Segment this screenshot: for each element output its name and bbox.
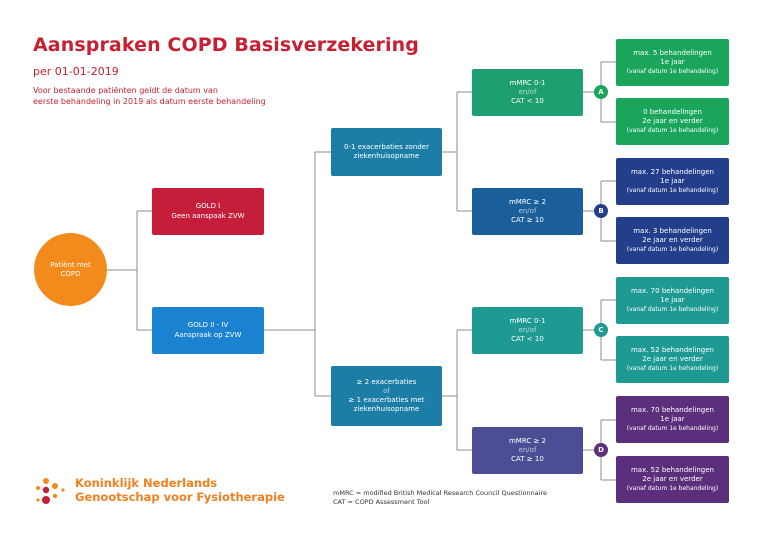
page-title: Aanspraken COPD Basisverzekering — [33, 34, 419, 56]
outcome-note: (vanaf datum 1e behandeling) — [626, 187, 719, 195]
group-badge-d: D — [594, 443, 608, 457]
intro-note: Voor bestaande patiënten geldt de datum … — [33, 86, 266, 107]
outcome-a-first-year: max. 5 behandelingen 1e jaar (vanaf datu… — [616, 39, 729, 86]
node-gold-1: GOLD I Geen aanspaak ZVW — [152, 188, 264, 235]
node-label: mMRC 0-1 — [509, 316, 546, 325]
abbreviation-legend: mMRC = modified British Medical Research… — [333, 489, 547, 507]
node-label: Patiënt met — [50, 260, 91, 269]
node-label: CAT ≥ 10 — [511, 455, 544, 464]
outcome-label: 1e jaar — [660, 414, 685, 423]
node-label: en/of — [518, 87, 537, 96]
group-badge-a: A — [594, 85, 608, 99]
outcome-label: 0 behandelingen — [643, 107, 702, 116]
organization-name: Koninklijk Nederlands Genootschap voor F… — [75, 476, 285, 504]
node-label: ≥ 2 exacerbaties — [356, 377, 417, 386]
outcome-note: (vanaf datum 1e behandeling) — [626, 246, 719, 254]
outcome-note: (vanaf datum 1e behandeling) — [626, 425, 719, 433]
node-label: ziekenhuisopname — [353, 152, 420, 160]
node-label: GOLD I — [195, 202, 221, 211]
page-subtitle: per 01-01-2019 — [33, 65, 119, 78]
node-score-d: mMRC ≥ 2 en/of CAT ≥ 10 — [472, 427, 583, 474]
intro-note-line: eerste behandeling in 2019 als datum eer… — [33, 96, 266, 106]
node-label: en/of — [518, 206, 537, 215]
node-exacerbations-low: 0-1 exacerbaties zonder ziekenhuisopname — [331, 128, 442, 176]
node-label: Aanspraak op ZVW — [174, 330, 242, 339]
node-label: GOLD II - IV — [187, 321, 229, 330]
organization-line: Koninklijk Nederlands — [75, 476, 218, 490]
node-score-a: mMRC 0-1 en/of CAT < 10 — [472, 69, 583, 116]
node-label: mMRC 0-1 — [509, 78, 546, 87]
legend-line: CAT = COPD Assessment Tool — [333, 498, 430, 506]
outcome-c-later-years: max. 52 behandelingen 2e jaar en verder … — [616, 336, 729, 383]
outcome-c-first-year: max. 70 behandelingen 1e jaar (vanaf dat… — [616, 277, 729, 324]
outcome-label: max. 70 behandelingen — [630, 405, 714, 414]
outcome-label: max. 3 behandelingen — [633, 226, 712, 235]
node-label: ≥ 1 exacerbaties met — [348, 396, 425, 404]
outcome-label: max. 27 behandelingen — [630, 167, 714, 176]
outcome-label: 1e jaar — [660, 176, 685, 185]
node-exacerbations-high: ≥ 2 exacerbaties of ≥ 1 exacerbaties met… — [331, 366, 442, 426]
node-label: ziekenhuisopname — [353, 405, 420, 414]
node-label: COPD — [60, 269, 81, 278]
outcome-note: (vanaf datum 1e behandeling) — [626, 68, 719, 76]
outcome-label: max. 52 behandelingen — [630, 345, 714, 354]
outcome-d-later-years: max. 52 behandelingen 2e jaar en verder … — [616, 456, 729, 503]
outcome-note: (vanaf datum 1e behandeling) — [626, 485, 719, 493]
node-label: mMRC ≥ 2 — [508, 436, 547, 445]
node-gold-2-4: GOLD II - IV Aanspraak op ZVW — [152, 307, 264, 354]
node-label: CAT < 10 — [511, 335, 544, 344]
outcome-label: 1e jaar — [660, 57, 685, 66]
kngf-logo-icon — [36, 478, 65, 504]
node-label: CAT < 10 — [511, 97, 544, 106]
root-node-patient: Patiënt met COPD — [34, 233, 107, 306]
outcome-label: 2e jaar en verder — [642, 235, 703, 244]
node-label: Geen aanspaak ZVW — [171, 211, 245, 220]
node-score-c: mMRC 0-1 en/of CAT < 10 — [472, 307, 583, 354]
group-badge-b: B — [594, 204, 608, 218]
node-label: CAT ≥ 10 — [511, 216, 544, 225]
outcome-b-later-years: max. 3 behandelingen 2e jaar en verder (… — [616, 217, 729, 264]
outcome-label: 2e jaar en verder — [642, 116, 703, 125]
outcome-note: (vanaf datum 1e behandeling) — [626, 306, 719, 314]
legend-line: mMRC = modified British Medical Research… — [333, 489, 548, 497]
organization-line: Genootschap voor Fysiotherapie — [75, 490, 285, 504]
outcome-label: 1e jaar — [660, 295, 685, 304]
outcome-note: (vanaf datum 1e behandeling) — [626, 127, 719, 135]
node-label: en/of — [518, 325, 537, 334]
outcome-label: max. 70 behandelingen — [630, 286, 714, 295]
outcome-a-later-years: 0 behandelingen 2e jaar en verder (vanaf… — [616, 98, 729, 145]
intro-note-line: Voor bestaande patiënten geldt de datum … — [33, 86, 218, 95]
outcome-b-first-year: max. 27 behandelingen 1e jaar (vanaf dat… — [616, 158, 729, 205]
outcome-label: max. 52 behandelingen — [630, 465, 714, 474]
node-score-b: mMRC ≥ 2 en/of CAT ≥ 10 — [472, 188, 583, 235]
outcome-label: max. 5 behandelingen — [633, 48, 712, 57]
outcome-label: 2e jaar en verder — [642, 474, 703, 483]
node-label: en/of — [518, 445, 537, 454]
outcome-d-first-year: max. 70 behandelingen 1e jaar (vanaf dat… — [616, 396, 729, 443]
node-label: of — [383, 386, 390, 395]
node-label: 0-1 exacerbaties zonder — [344, 142, 429, 151]
group-badge-c: C — [594, 323, 608, 337]
node-label: mMRC ≥ 2 — [508, 197, 547, 206]
outcome-note: (vanaf datum 1e behandeling) — [626, 365, 719, 373]
outcome-label: 2e jaar en verder — [642, 354, 703, 363]
